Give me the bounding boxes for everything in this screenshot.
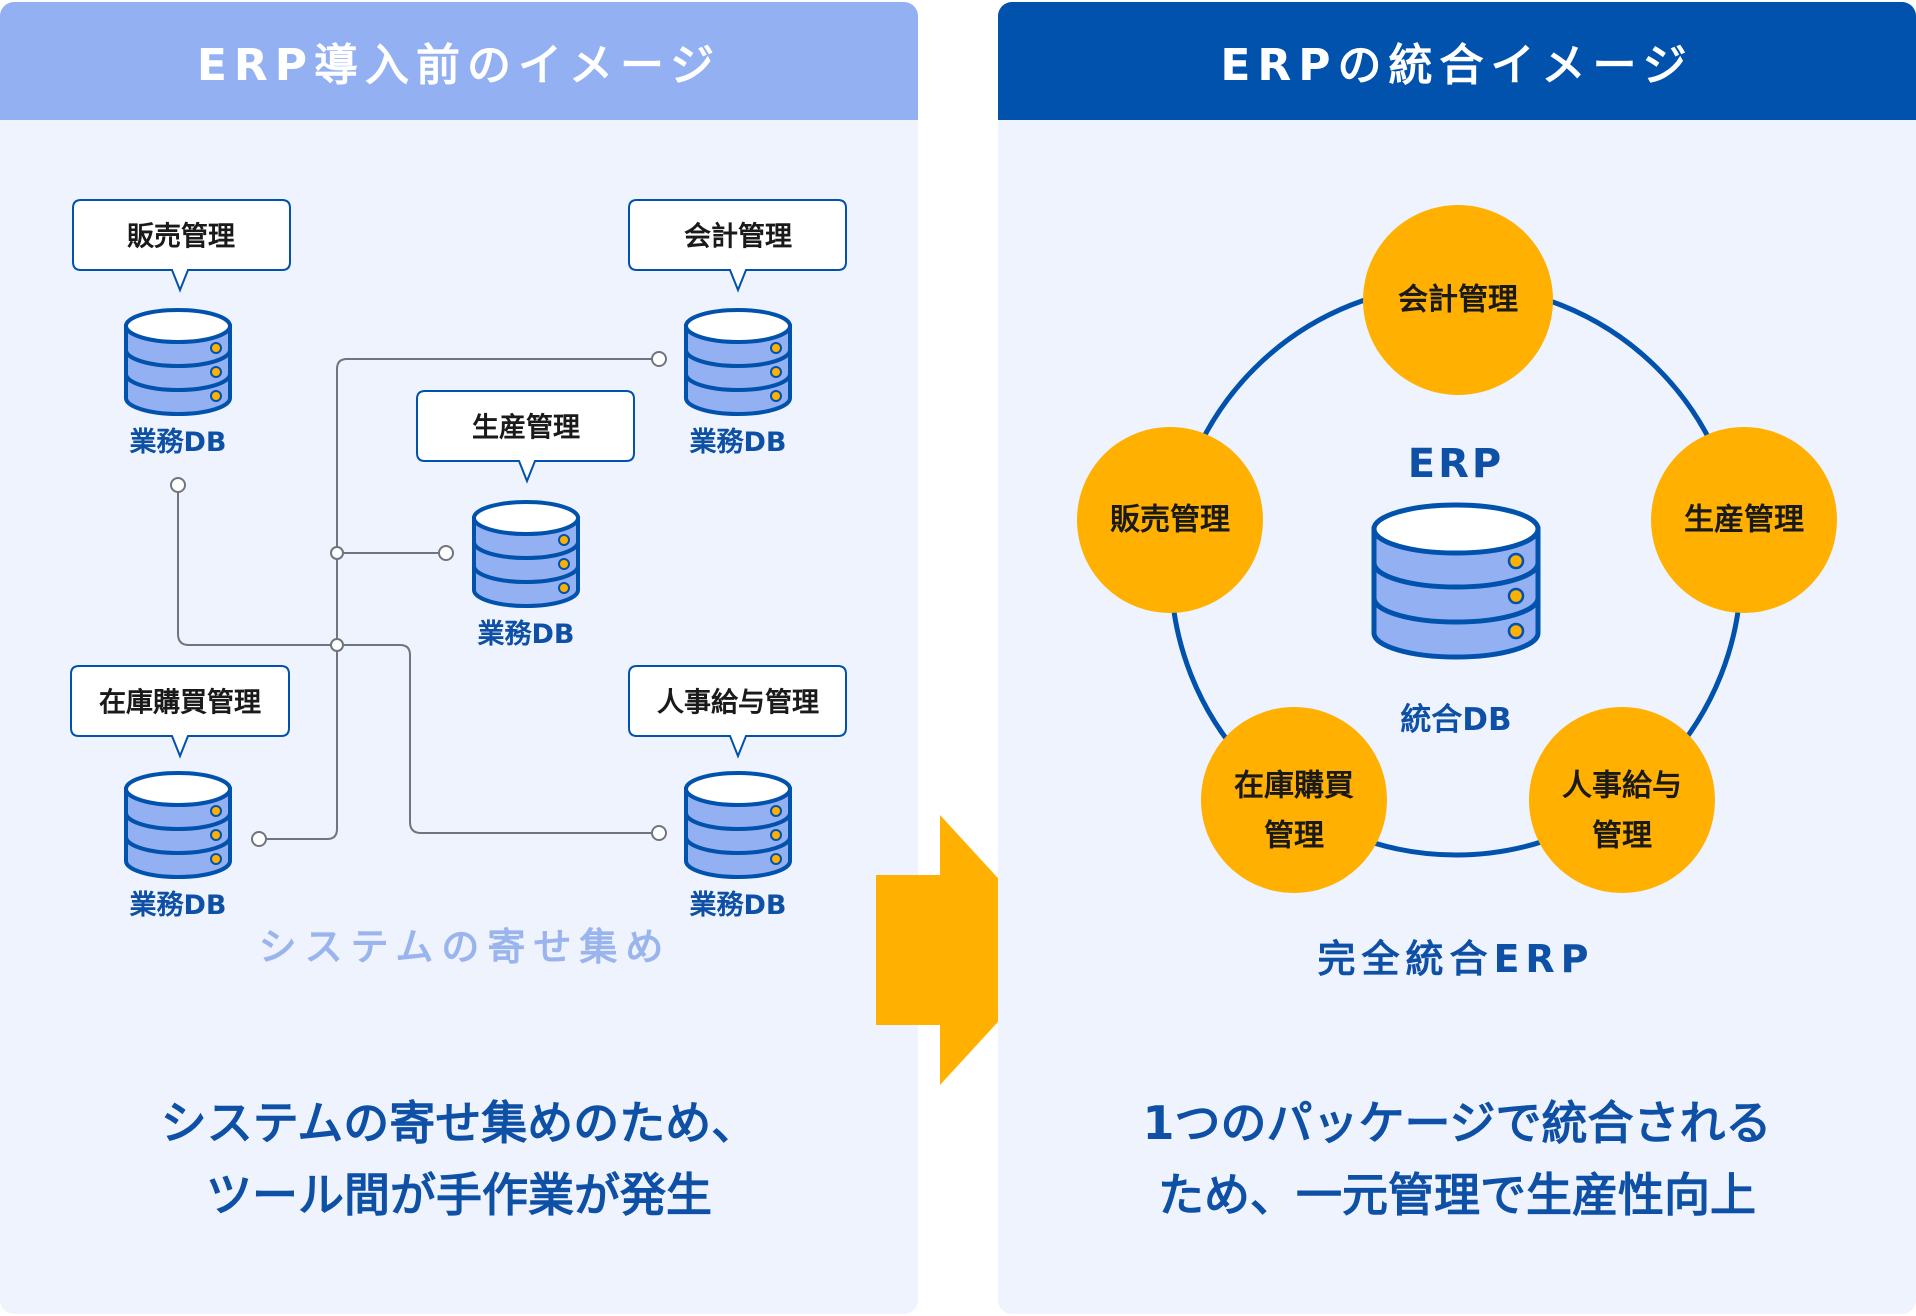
module-label: 会計管理 [1398, 283, 1518, 318]
system-collection-diagram: 販売管理 会計管理 生産管理 在庫購買管理 人事給与管理 業務DB 業務DB [70, 199, 847, 969]
module-production: 生産管理 [1651, 427, 1837, 613]
label-sales: 販売管理 [127, 222, 235, 253]
db-label: 業務DB [130, 890, 227, 921]
erp-integration-panel: ERPの統合イメージ ERP 統合DB 会計管理 生産管理 [998, 2, 1916, 1314]
label-bubble-hr: 人事給与管理 [628, 665, 847, 759]
summary-line: ツール間が手作業が発生 [206, 1168, 712, 1222]
database-icon [472, 500, 580, 608]
module-label: 販売管理 [1110, 503, 1230, 538]
integrated-database-icon [1374, 505, 1538, 657]
erp-integration-header: ERPの統合イメージ [998, 2, 1916, 120]
module-sales: 販売管理 [1077, 427, 1263, 613]
module-inventory: 在庫購買 管理 [1201, 707, 1387, 893]
summary-line: システムの寄せ集めのため、 [160, 1096, 758, 1150]
erp-integration-diagram: ERP 統合DB 会計管理 生産管理 人事給与 管理 在庫購買 管理 販売管理 … [1077, 205, 1837, 981]
erp-center-title: ERP [1408, 441, 1504, 487]
before-erp-header: ERP導入前のイメージ [0, 2, 918, 120]
label-inventory: 在庫購買管理 [99, 688, 261, 719]
database-icon [684, 308, 792, 416]
db-label: 業務DB [478, 619, 575, 650]
module-label: 生産管理 [1684, 503, 1804, 538]
erp-integration-summary: 1つのパッケージで統合される ため、一元管理で生産性向上 [998, 1087, 1916, 1231]
db-production: 業務DB [472, 500, 580, 650]
full-integration-caption: 完全統合ERP [1317, 937, 1594, 981]
connection-nodes [170, 351, 667, 847]
database-icon [684, 771, 792, 879]
db-hr: 業務DB [684, 771, 792, 921]
db-label: 業務DB [690, 427, 787, 458]
transition-arrow-icon [876, 815, 1064, 1085]
label-bubble-sales: 販売管理 [72, 199, 291, 293]
before-erp-panel: ERP導入前のイメージ [0, 2, 918, 1314]
module-hr: 人事給与 管理 [1529, 707, 1715, 893]
before-erp-summary: システムの寄せ集めのため、 ツール間が手作業が発生 [0, 1087, 918, 1231]
summary-line: 1つのパッケージで統合される [1142, 1096, 1772, 1150]
label-bubble-inventory: 在庫購買管理 [70, 665, 290, 759]
module-label: 管理 [1592, 819, 1652, 854]
summary-line: ため、一元管理で生産性向上 [1158, 1168, 1756, 1222]
db-label: 業務DB [130, 427, 227, 458]
db-inventory: 業務DB [124, 771, 232, 921]
label-bubble-accounting: 会計管理 [628, 199, 847, 293]
integrated-db-label: 統合DB [1400, 702, 1511, 738]
db-accounting: 業務DB [684, 308, 792, 458]
db-sales: 業務DB [124, 308, 232, 458]
database-icon [124, 771, 232, 879]
module-accounting: 会計管理 [1363, 205, 1553, 395]
system-collection-caption: システムの寄せ集め [259, 925, 672, 969]
label-accounting: 会計管理 [684, 221, 792, 253]
connection-lines [177, 358, 659, 840]
module-label: 在庫購買 [1234, 769, 1354, 804]
db-label: 業務DB [690, 890, 787, 921]
module-label: 管理 [1264, 819, 1324, 854]
module-label: 人事給与 [1562, 769, 1682, 804]
database-icon [124, 308, 232, 416]
label-production: 生産管理 [472, 412, 580, 444]
label-hr: 人事給与管理 [657, 687, 819, 719]
label-bubble-production: 生産管理 [416, 390, 635, 484]
